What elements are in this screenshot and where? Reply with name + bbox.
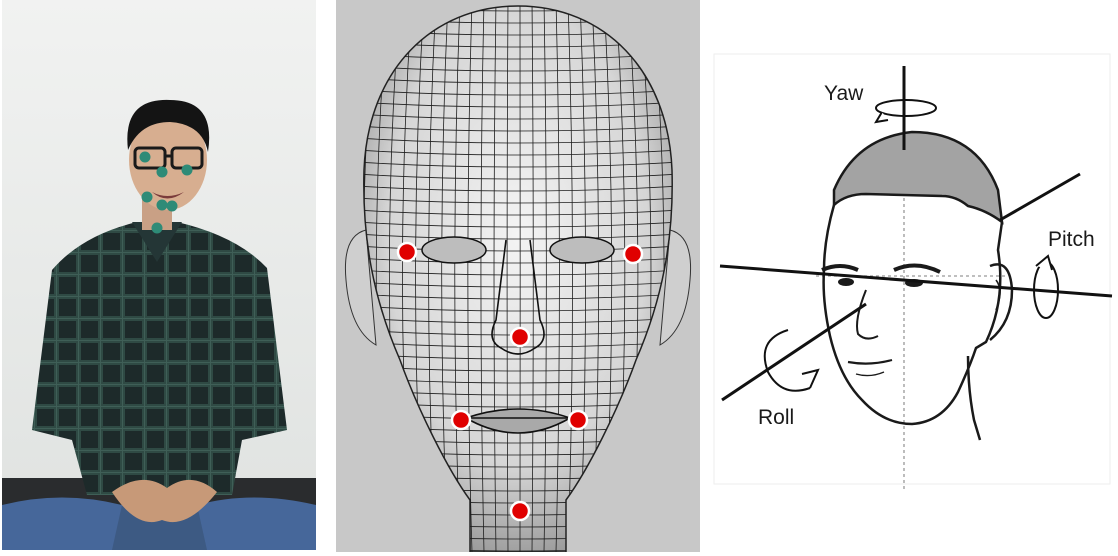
photo-landmark-dot [140, 152, 151, 163]
photo-landmark-dot [182, 165, 193, 176]
photo-landmark-dot [157, 167, 168, 178]
roll-label: Roll [758, 406, 794, 429]
right-eye [550, 237, 614, 263]
mesh-landmark-dot [511, 502, 529, 520]
head-pose-diagram-panel: Yaw Pitch Roll [706, 0, 1118, 556]
person-photo [2, 0, 316, 550]
photo-landmark-dot [142, 192, 153, 203]
mesh-landmark-dot [624, 245, 642, 263]
left-eye [422, 237, 486, 263]
head-pose-diagram: Yaw Pitch Roll [706, 0, 1118, 556]
mesh-landmark-dot [511, 328, 529, 346]
person-photo-panel [2, 0, 316, 550]
photo-landmark-dot [157, 200, 168, 211]
mesh-head-panel [336, 0, 700, 552]
mesh-landmark-dot [452, 411, 470, 429]
pitch-label: Pitch [1048, 228, 1095, 251]
photo-landmark-dot [152, 223, 163, 234]
photo-landmark-dot [167, 201, 178, 212]
mesh-landmark-dot [569, 411, 587, 429]
wireframe-head [336, 0, 700, 552]
yaw-label: Yaw [824, 82, 864, 105]
left-eye [838, 278, 854, 286]
mesh-landmark-dot [398, 243, 416, 261]
